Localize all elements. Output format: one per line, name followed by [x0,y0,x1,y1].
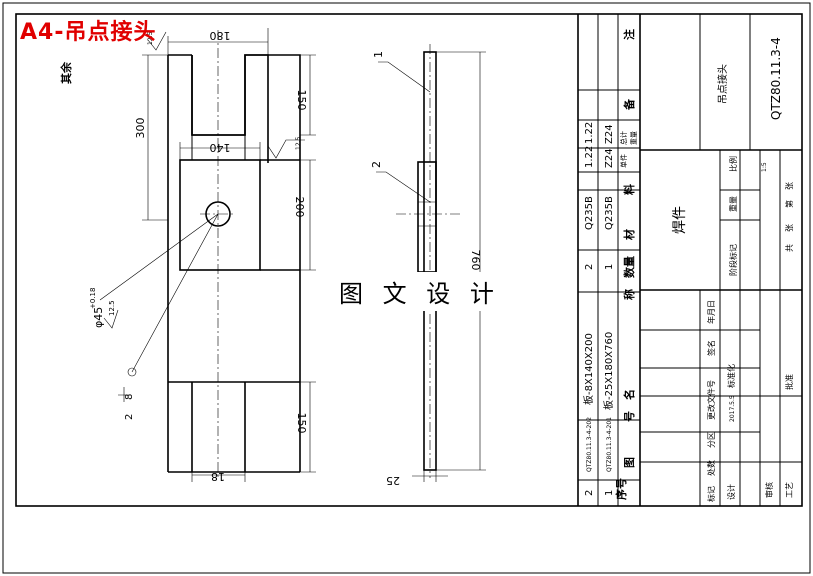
hdr-name: 名 [622,389,636,400]
part-type: 焊件 [672,206,688,234]
leader-1: 1 [372,51,385,58]
other-label: 其余 [59,61,73,84]
row1-code: QTZ80.11.3-4-201 [606,417,613,472]
weld-8: 8 [124,394,135,400]
middle-plate [179,159,261,271]
stage-mark: 阶段标记 [728,244,738,276]
row1-material: Q235B [604,196,615,230]
dim-18: 18 [211,470,225,483]
row1-total-weight: Z24 [604,124,615,144]
side-view: 1 2 760 25 [370,44,486,487]
date-label: 年月日 [706,300,716,324]
leader-2: 2 [370,161,383,168]
hole-roughness: 12.5 [108,300,116,316]
hdr-code: 图 [623,457,636,468]
hdr-code2: 号 [623,411,636,422]
dim-760: 760 [469,250,482,271]
row1-name: 板-25X180X760 [602,332,615,410]
hdr-note: 备 [622,98,636,111]
dim-140: 140 [210,141,231,154]
sign-label: 签名 [706,340,716,356]
hole-diameter: φ45 [92,307,105,328]
row2-no: 2 [584,490,595,496]
change-doc-label: 更改文件号 [706,380,716,420]
design-label: 设计 [726,484,736,500]
review-label: 审核 [764,482,774,498]
row2-total-weight: 1.22 [584,122,595,144]
row1-unit-weight: Z24 [604,148,615,168]
hdr-weight-single: 单件 [619,154,628,168]
mark-label: 标记 [706,486,716,502]
row1-qty: 1 [604,264,615,270]
row2-material: Q235B [584,196,595,230]
zone-label: 分区 [707,432,716,448]
hdr-name2: 称 [622,289,636,300]
row2-code: QTZ80.11.3-4-202 [586,417,593,472]
weight-label: 重量 [728,196,738,212]
sheet-unit2: 张 [785,182,794,190]
row2-unit-weight: 1.22 [584,146,595,168]
hdr-qty: 数量 [622,256,636,278]
approve-label: 批准 [784,374,794,390]
scale-label: 比例 [728,156,738,172]
hole-tolerance: +0.18 [89,288,97,309]
dim-150-bottom: 150 [295,413,308,434]
count-label: 处数 [706,460,716,476]
inner-border [15,13,803,507]
row1-no: 1 [604,490,615,496]
svg-text:12.5: 12.5 [147,31,154,45]
sheet-no: 第 [784,200,794,208]
scale-value: 1:5 [761,162,768,172]
weld-2: 2 [124,414,135,420]
dim-200: 200 [293,197,306,218]
dim-25: 25 [386,474,400,487]
hdr-weight-total: 总计 [619,131,628,145]
dim-180: 180 [210,29,231,42]
svg-text:12.5: 12.5 [295,136,302,150]
part-name: 吊点接头 [716,64,729,104]
sheets-unit: 张 [785,224,794,232]
design-date: 2017.5.5 [729,395,736,422]
process-label: 工艺 [785,482,794,498]
dim-150-top: 150 [295,90,308,111]
sheets-total: 共 [785,244,794,252]
drawing-number: QTZ80.11.3-4 [769,37,783,120]
front-view: 180 140 300 150 200 150 18 12.5 12.5 其余 … [59,28,316,483]
hdr-material2: 料 [622,184,636,195]
dim-300: 300 [134,118,147,139]
title-block: 焊件 吊点接头 QTZ80.11.3-4 阶段标记 重量 比例 1:5 共 张 … [640,14,802,506]
watermark: 图 文 设 计 [331,272,508,311]
overlay-title: A4-吊点接头 [20,20,157,45]
hdr-no: 序号 [614,478,628,500]
side-lug [417,161,437,273]
hdr-note2: 注 [622,29,636,40]
hdr-material: 材 [622,229,636,240]
standard-label: 标准化 [726,364,736,388]
hdr-weight: 重量 [630,131,638,145]
row2-qty: 2 [584,264,595,270]
parts-table: 序号 图 号 名 称 数量 材 料 备 注 单件 总计 重量 2 QTZ80.1… [577,14,641,506]
row2-name: 板-8X140X200 [582,333,595,405]
